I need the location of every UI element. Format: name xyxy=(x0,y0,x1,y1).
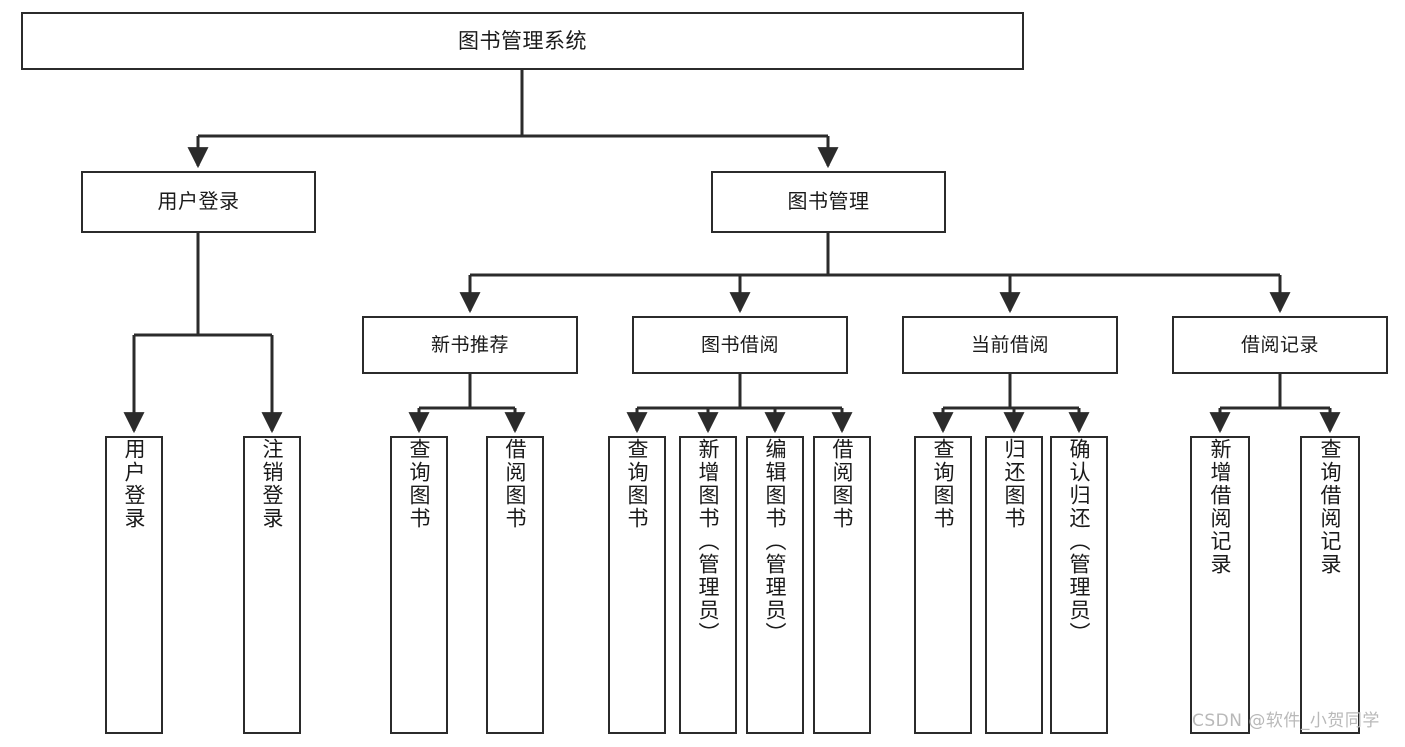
node-leaf-borrow-book-1-label: 借阅图书 xyxy=(503,438,528,530)
node-book-manage-label: 图书管理 xyxy=(787,189,870,214)
node-leaf-add-record-label: 新增借阅记录 xyxy=(1208,438,1233,576)
node-leaf-user-login[interactable]: 用户登录 xyxy=(105,436,163,734)
node-new-book-rec-label: 新书推荐 xyxy=(430,333,509,356)
csdn-watermark: CSDN @软件_小贺同学 xyxy=(1192,711,1380,731)
node-borrow-record-label: 借阅记录 xyxy=(1240,333,1319,356)
node-borrow-record[interactable]: 借阅记录 xyxy=(1172,316,1388,374)
node-leaf-borrow-book-2-label: 借阅图书 xyxy=(830,438,855,530)
node-book-manage[interactable]: 图书管理 xyxy=(711,171,946,233)
node-leaf-user-logout-label: 注销登录 xyxy=(260,438,285,530)
node-leaf-query-book-2[interactable]: 查询图书 xyxy=(608,436,666,734)
node-leaf-query-book-2-label: 查询图书 xyxy=(625,438,650,530)
node-leaf-confirm-return-label: 确认归还（管理员） xyxy=(1067,438,1092,645)
node-leaf-return-book[interactable]: 归还图书 xyxy=(985,436,1043,734)
node-leaf-add-book[interactable]: 新增图书（管理员） xyxy=(679,436,737,734)
node-leaf-borrow-book-1[interactable]: 借阅图书 xyxy=(486,436,544,734)
node-leaf-confirm-return[interactable]: 确认归还（管理员） xyxy=(1050,436,1108,734)
node-leaf-add-book-label: 新增图书（管理员） xyxy=(696,438,721,645)
node-leaf-user-login-label: 用户登录 xyxy=(122,438,147,530)
node-book-borrow-label: 图书借阅 xyxy=(700,333,779,356)
node-leaf-edit-book[interactable]: 编辑图书（管理员） xyxy=(746,436,804,734)
node-user-login[interactable]: 用户登录 xyxy=(81,171,316,233)
node-leaf-query-record-label: 查询借阅记录 xyxy=(1318,438,1343,576)
node-new-book-rec[interactable]: 新书推荐 xyxy=(362,316,578,374)
node-leaf-add-record[interactable]: 新增借阅记录 xyxy=(1190,436,1250,734)
node-current-borrow-label: 当前借阅 xyxy=(970,333,1049,356)
node-book-borrow[interactable]: 图书借阅 xyxy=(632,316,848,374)
node-current-borrow[interactable]: 当前借阅 xyxy=(902,316,1118,374)
node-leaf-query-book-1-label: 查询图书 xyxy=(407,438,432,530)
node-user-login-label: 用户登录 xyxy=(157,189,240,214)
node-root-label: 图书管理系统 xyxy=(458,28,587,53)
node-leaf-query-book-3[interactable]: 查询图书 xyxy=(914,436,972,734)
node-leaf-edit-book-label: 编辑图书（管理员） xyxy=(763,438,788,645)
node-root[interactable]: 图书管理系统 xyxy=(21,12,1024,70)
node-leaf-query-book-1[interactable]: 查询图书 xyxy=(390,436,448,734)
node-leaf-return-book-label: 归还图书 xyxy=(1002,438,1027,530)
node-leaf-user-logout[interactable]: 注销登录 xyxy=(243,436,301,734)
node-leaf-query-book-3-label: 查询图书 xyxy=(931,438,956,530)
node-leaf-borrow-book-2[interactable]: 借阅图书 xyxy=(813,436,871,734)
node-leaf-query-record[interactable]: 查询借阅记录 xyxy=(1300,436,1360,734)
